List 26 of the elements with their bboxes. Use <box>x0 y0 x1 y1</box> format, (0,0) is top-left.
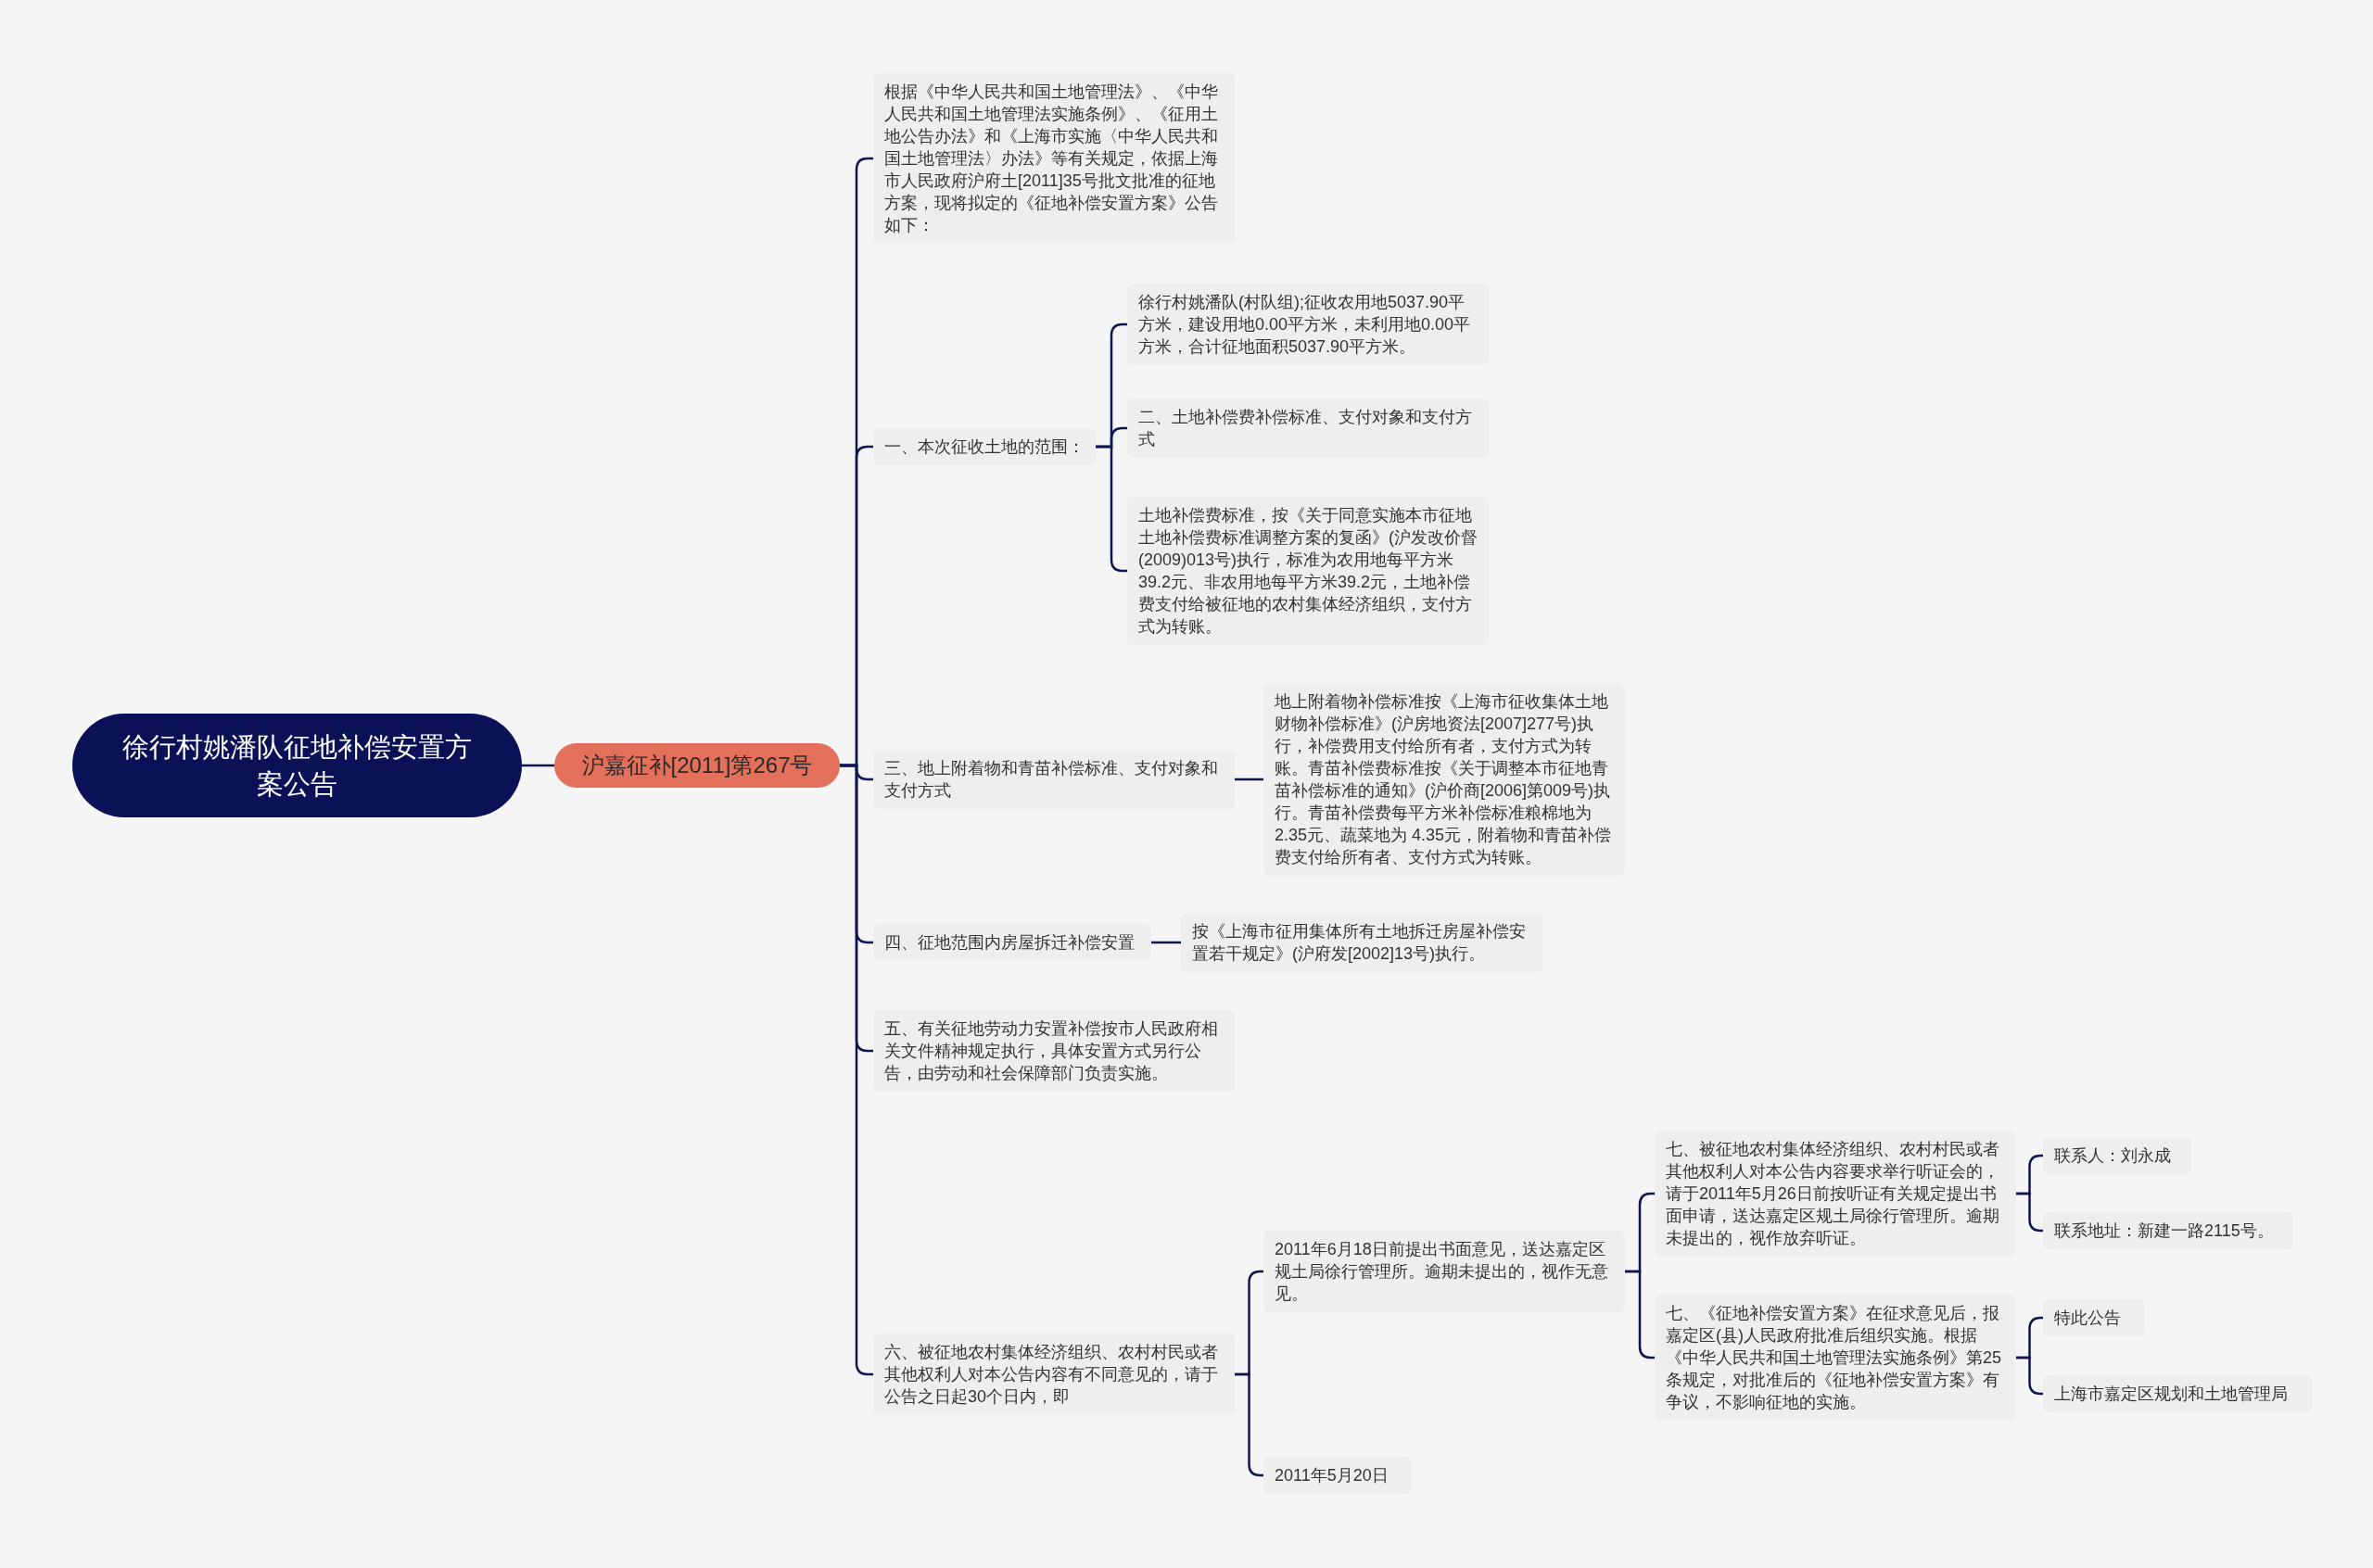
topic-box: 特此公告 <box>2043 1299 2145 1336</box>
topic-box: 四、征地范围内房屋拆迁补偿安置 <box>873 924 1151 961</box>
topic-box: 三、地上附着物和青苗补偿标准、支付对象和支付方式 <box>873 750 1235 809</box>
topic-box: 2011年6月18日前提出书面意见，送达嘉定区规土局徐行管理所。逾期未提出的，视作无意见。 <box>1263 1231 1625 1312</box>
topic-box: 上海市嘉定区规划和土地管理局 <box>2043 1375 2312 1412</box>
connector-line <box>522 764 554 767</box>
topic-box: 联系地址：新建一路2115号。 <box>2043 1212 2293 1249</box>
topic-box: 2011年5月20日 <box>1263 1457 1412 1494</box>
connector-line <box>2016 1356 2043 1396</box>
topic-box: 六、被征地农村集体经济组织、农村村民或者其他权利人对本公告内容有不同意见的，请于公告之日起30个日内，即 <box>873 1334 1235 1415</box>
topic-box: 联系人：刘永成 <box>2043 1137 2191 1174</box>
topic-box: 五、有关征地劳动力安置补偿按市人民政府相关文件精神规定执行，具体安置方式另行公告，由劳动和社会保障部门负责实施。 <box>873 1010 1235 1092</box>
topic-box: 按《上海市征用集体所有土地拆迁房屋补偿安置若干规定》(沪府发[2002]13号)执行。 <box>1181 913 1542 972</box>
topic-box: 地上附着物补偿标准按《上海市征收集体土地财物补偿标准》(沪房地资法[2007]277号)执行，补偿费用支付给所有者，支付方式为转账。青苗补偿费标准按《关于调整本市征地青苗补偿标准的通知》(沪价商[2006]第009号)执行。青苗补偿费每平方米补偿标准粮棉地为2.35元、蔬菜地为 4.35元，附着物和青苗补偿费支付给所有者、支付方式为转账。 <box>1263 683 1625 876</box>
connector-line <box>1235 778 1263 781</box>
topic-box: 七、被征地农村集体经济组织、农村村民或者其他权利人对本公告内容要求举行听证会的，请于2011年5月26日前按听证有关规定提出书面申请，送达嘉定区规土局徐行管理所。逾期未提出的，视作放弃听证。 <box>1655 1131 2016 1257</box>
connector-line <box>1151 941 1181 944</box>
topic-box: 二、土地补偿费补偿标准、支付对象和支付方式 <box>1127 398 1489 458</box>
topic-box: 七、《征地补偿安置方案》在征求意见后，报嘉定区(县)人民政府批准后组织实施。根据《中华人民共和国土地管理法实施条例》第25条规定，对批准后的《征地补偿安置方案》有争议，不影响征地的实施。 <box>1655 1295 2016 1421</box>
topic-box: 土地补偿费标准，按《关于同意实施本市征地土地补偿费标准调整方案的复函》(沪发改价督(2009)013号)执行，标准为农用地每平方米39.2元、非农用地每平方米39.2元，土地补偿费支付给被征地的农村集体经济组织，支付方式为转账。 <box>1127 497 1489 645</box>
root-topic: 徐行村姚潘队征地补偿安置方案公告 <box>72 714 522 817</box>
topic-box: 一、本次征收土地的范围： <box>873 428 1096 465</box>
main-topic: 沪嘉征补[2011]第267号 <box>554 743 840 788</box>
connector-line <box>2016 1192 2043 1233</box>
topic-box: 根据《中华人民共和国土地管理法》、《中华人民共和国土地管理法实施条例》、《征用土地公告办法》和《上海市实施〈中华人民共和国土地管理法〉办法》等有关规定，依据上海市人民政府沪府土[2011]35号批文批准的征地方案，现将拟定的《征地补偿安置方案》公告如下： <box>873 73 1235 244</box>
topic-box: 徐行村姚潘队(村队组);征收农用地5037.90平方米，建设用地0.00平方米，未利用地0.00平方米，合计征地面积5037.90平方米。 <box>1127 284 1489 365</box>
